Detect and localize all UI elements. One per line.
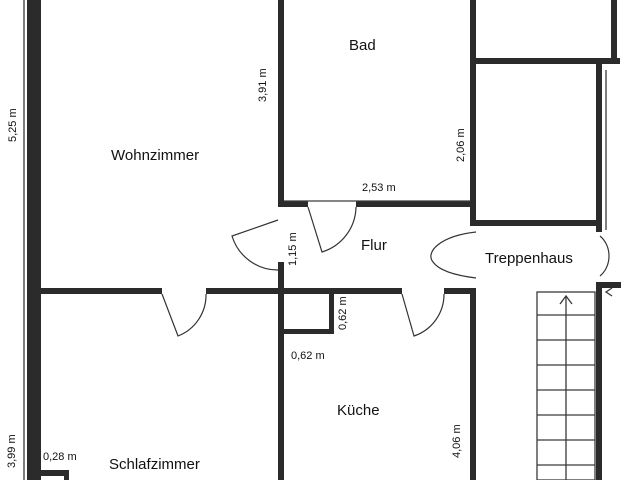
- room-label-treppenhaus: Treppenhaus: [485, 250, 573, 267]
- room-label-wohnzimmer: Wohnzimmer: [111, 147, 200, 164]
- dim-schlafzimmer-height: 3,99 m: [6, 434, 18, 468]
- wall-stair-right: [596, 282, 602, 480]
- wall-main-h-2: [206, 288, 402, 294]
- outer-wall-left: [27, 0, 41, 480]
- room-label-flur: Flur: [361, 237, 387, 254]
- dim-bad-width: 2,53 m: [362, 182, 396, 194]
- stair-arrow-icon: [559, 294, 573, 305]
- wall-kueche-right: [470, 288, 476, 480]
- small-column: [40, 470, 68, 476]
- door-treppenhaus: [430, 231, 610, 279]
- wall-right-upper: [596, 64, 602, 232]
- wall-bad-right: [470, 0, 476, 226]
- wall-top-right-v: [611, 0, 617, 64]
- wall-wohnzimmer-bad: [278, 0, 284, 204]
- room-label-schlafzimmer: Schlafzimmer: [109, 456, 200, 473]
- dim-small-width: 0,28 m: [43, 451, 77, 463]
- wall-bad-bottom-left: [278, 201, 308, 207]
- wall-schlafzimmer-kueche: [278, 288, 284, 480]
- staircase: [536, 291, 596, 480]
- small-column-v: [64, 470, 69, 480]
- dim-right-height: 2,06 m: [455, 128, 467, 162]
- door-bad: [307, 206, 357, 253]
- dim-kueche-height: 4,06 m: [451, 424, 463, 458]
- door-schlafzimmer: [161, 293, 207, 337]
- room-label-kueche: Küche: [337, 402, 380, 419]
- dim-wohnzimmer-height: 5,25 m: [7, 108, 19, 142]
- wall-treppenhaus-top: [470, 220, 602, 226]
- wall-top-right-h: [470, 58, 620, 64]
- shaft-horizontal: [282, 329, 334, 334]
- landing-arrow-icon: [604, 287, 613, 297]
- wall-stair-right-stub: [602, 282, 621, 288]
- wall-main-h-3: [444, 288, 476, 294]
- dim-shaft-height: 0,62 m: [337, 296, 349, 330]
- wall-flur-left-jamb: [278, 262, 284, 292]
- dim-flur-height: 1,15 m: [287, 232, 299, 266]
- door-wohnzimmer: [231, 219, 279, 271]
- dim-shaft-width: 0,62 m: [291, 350, 325, 362]
- dim-bad-height: 3,91 m: [257, 68, 269, 102]
- shaft-vertical: [329, 292, 334, 334]
- wall-bad-bottom-right: [356, 201, 476, 207]
- door-kueche: [401, 293, 445, 337]
- room-label-bad: Bad: [349, 37, 376, 54]
- wall-main-h-1: [27, 288, 162, 294]
